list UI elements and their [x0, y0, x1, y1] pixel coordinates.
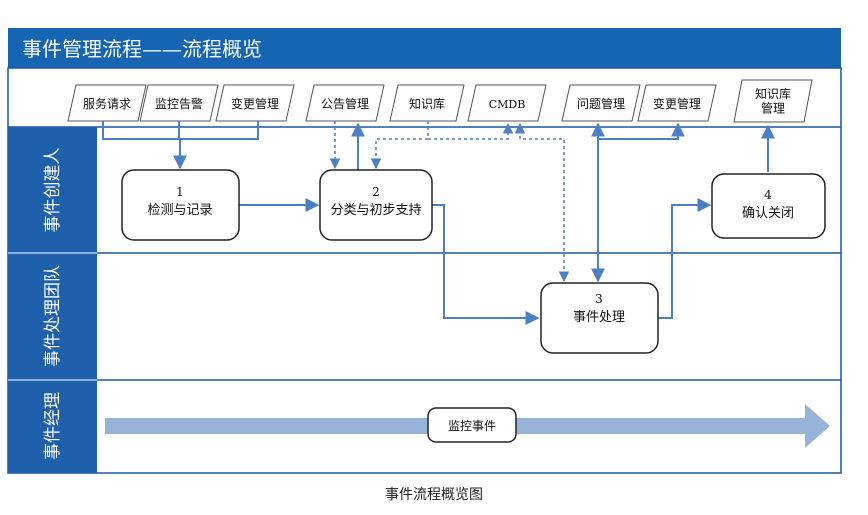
input-label: 变更管理 [653, 96, 701, 111]
input-label: CMDB [489, 98, 526, 111]
arrow-step3-to-cmdb [514, 122, 570, 283]
input-parallelogram [305, 84, 385, 122]
page-title: 事件管理流程——流程概览 [22, 37, 262, 61]
step-number: 2 [372, 185, 380, 199]
step-label: 检测与记录 [147, 203, 212, 218]
lane-label: 事件处理团队 [43, 265, 63, 367]
lane-header [8, 127, 97, 253]
input-parallelogram [67, 84, 147, 122]
arrow-step3-to-change [598, 122, 685, 140]
input-parallelogram [561, 84, 641, 122]
input-label: 变更管理 [231, 96, 279, 111]
step-label: 确认关闭 [742, 206, 794, 221]
input-label: 知识库管理 [755, 86, 791, 115]
step-box-1 [121, 169, 240, 241]
arrow-step2-to-step3 [432, 204, 540, 325]
lane-header [8, 253, 97, 380]
input-row: 服务请求 监控告警 变更管理 公告管理 知识库 CMDB 问题管理 变更管理 知… [67, 79, 813, 123]
input-label: 问题管理 [577, 96, 625, 111]
input-parallelogram [467, 84, 547, 122]
step-number: 3 [595, 292, 603, 306]
input-label: 监控告警 [155, 96, 203, 111]
input-parallelogram [637, 84, 717, 122]
figure-caption: 事件流程概览图 [385, 487, 483, 503]
lane-label: 事件创建人 [43, 148, 63, 233]
monitor-box [427, 407, 517, 443]
arrow-kb-to-step2 [370, 121, 429, 170]
input-parallelogram [215, 84, 295, 122]
arrow-step3-to-step4 [658, 198, 712, 319]
lane-label: 事件经理 [43, 392, 63, 460]
title-bar [8, 28, 841, 68]
step-label: 分类与初步支持 [330, 203, 421, 218]
input-label: 公告管理 [321, 96, 369, 111]
connector-requests-to-step1 [102, 121, 259, 140]
step-label: 事件处理 [573, 310, 625, 325]
diagram-frame [7, 67, 842, 474]
input-parallelogram [139, 84, 219, 122]
arrow-kb-to-cmdb [428, 122, 514, 140]
step-number: 1 [176, 185, 184, 199]
lane-header [8, 380, 97, 473]
input-label: 服务请求 [83, 96, 131, 111]
step-box-4 [711, 173, 826, 239]
step-number: 4 [764, 188, 772, 202]
step-box-3 [540, 282, 659, 354]
monitor-label: 监控事件 [448, 419, 496, 433]
input-label: 知识库 [409, 96, 445, 111]
step-box-2 [319, 169, 433, 241]
input-parallelogram [733, 79, 813, 123]
input-parallelogram [389, 84, 465, 122]
